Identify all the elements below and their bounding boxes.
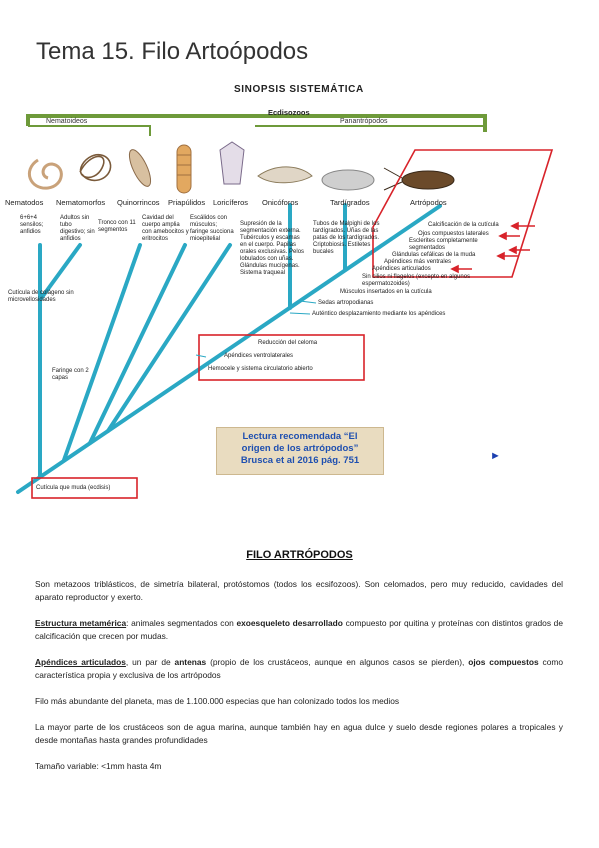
recommended-reading-box: Lectura recomendada “El origen de los ar… bbox=[216, 427, 384, 475]
recommended-line-2: origen de los artrópodos” bbox=[241, 443, 359, 454]
artropodos-highlight-box bbox=[372, 149, 554, 278]
term-apendices-articulados: Apéndices articulados bbox=[35, 657, 126, 667]
node-box-cuticula bbox=[31, 477, 138, 499]
traits-nematodos: 6+6+4 sensilos; anfidios bbox=[20, 215, 44, 235]
label-ecdisozoos: Ecdisozoos bbox=[268, 108, 310, 117]
artropodos-trait-3: Glándulas cefálicas de la muda bbox=[392, 252, 476, 258]
traits-priapulidos: Cavidad del cuerpo amplia con amebocitos… bbox=[142, 215, 189, 242]
priapulido-drawing bbox=[176, 144, 192, 194]
node-cuticula-muda: Cutícula que muda (ecdisis) bbox=[36, 485, 111, 491]
artropodos-trait-6: Sin cilios ni flagelos (excepto en algun… bbox=[362, 274, 471, 287]
onicoforo-drawing bbox=[257, 166, 313, 184]
play-icon[interactable]: ► bbox=[490, 450, 501, 462]
section-heading: FILO ARTRÓPODOS bbox=[246, 549, 353, 561]
branch-nematomorfos bbox=[38, 243, 82, 302]
artropodos-trait-4: Apéndices más ventrales bbox=[384, 259, 452, 265]
taxon-nematodos: Nematodos bbox=[5, 198, 44, 207]
branch-priapulidos bbox=[88, 243, 187, 445]
paragraph-3: Apéndices articulados, un par de antenas… bbox=[35, 657, 564, 680]
phylogenetic-tree bbox=[16, 114, 554, 499]
tardigrado-drawing bbox=[321, 169, 375, 191]
node-autentico: Auténtico desplazamiento mediante los ap… bbox=[312, 311, 446, 317]
taxon-priapulidos: Priapúlidos bbox=[168, 198, 206, 207]
taxon-tardigrados: Tardígrados bbox=[330, 198, 370, 207]
term-estructura-metamerica: Estructura metamérica bbox=[35, 618, 127, 628]
taxon-loriciferos: Loricíferos bbox=[213, 198, 249, 207]
node-faringe: Faringe con 2 capas bbox=[52, 368, 89, 381]
label-panartropodos: Panantrópodos bbox=[340, 118, 388, 125]
node-apendices: Apéndices ventrolaterales bbox=[224, 353, 294, 359]
figure-heading: SINOPSIS SISTEMÁTICA bbox=[234, 84, 364, 95]
paragraph-5: La mayor parte de los crustáceos son de … bbox=[35, 722, 563, 745]
artropodos-trait-2: Esclerites completamente segmentados bbox=[409, 238, 478, 251]
paragraph-1: Son metazoos triblásticos, de simetría b… bbox=[35, 579, 563, 602]
artropodos-trait-7: Músculos insertados en la cutícula bbox=[340, 289, 432, 295]
node-box-hemocele bbox=[198, 334, 365, 381]
label-nematoideos: Nematoideos bbox=[46, 118, 88, 125]
taxon-nematomorfos: Nematomorfos bbox=[56, 198, 106, 207]
node-reduccion: Reducción del celoma bbox=[258, 340, 318, 346]
traits-loriciferos: Escálidos con músculos; faringe succiona… bbox=[190, 215, 234, 242]
page-title: Tema 15. Filo Artoópodos bbox=[36, 38, 309, 65]
traits-nematomorfos: Adultos sin tubo digestivo; sin anfidios bbox=[60, 215, 95, 242]
branch-quinorrincos bbox=[62, 243, 142, 462]
traits-tardigrados: Tubos de Malpighi de los tardígrados. Uñ… bbox=[313, 221, 380, 255]
quinorrinco-drawing bbox=[128, 149, 152, 187]
recommended-line-3: Brusca et al 2016 pág. 751 bbox=[240, 455, 360, 466]
nematoideos-bracket bbox=[28, 125, 151, 136]
nematodo-drawing bbox=[27, 158, 63, 190]
branch-loriciferos bbox=[106, 243, 232, 433]
traits-quinorrincos: Tronco con 11 segmentos bbox=[98, 220, 136, 233]
artropodos-trait-0: Calcificación de la cutícula bbox=[428, 222, 499, 228]
taxon-quinorrincos: Quinorrincos bbox=[117, 198, 160, 207]
artropodos-trait-5: Apéndices articulados bbox=[372, 266, 431, 272]
taxon-onicoforos: Onicóforos bbox=[262, 198, 299, 207]
traits-onicoforos: Supresión de la segmentación externa. Tu… bbox=[240, 221, 305, 276]
ecdisozoos-bracket bbox=[26, 114, 487, 132]
nematomorfo-drawing bbox=[79, 153, 112, 182]
loricifero-drawing bbox=[219, 141, 245, 185]
recommended-line-1: Lectura recomendada “El bbox=[242, 431, 358, 442]
taxon-artropodos: Artrópodos bbox=[410, 198, 447, 207]
node-cuticula-colageno: Cutícula de colágeno sin microvellosidad… bbox=[8, 290, 74, 303]
main-branch bbox=[16, 204, 442, 494]
paragraph-2: Estructura metamérica: animales segmenta… bbox=[35, 618, 563, 641]
node-hemocele: Hemocele y sistema circulatorio abierto bbox=[208, 366, 313, 372]
artropodos-trait-1: Ojos compuestos laterales bbox=[418, 231, 489, 237]
paragraph-4: Filo más abundante del planeta, mas de 1… bbox=[35, 696, 400, 706]
artropodo-drawing bbox=[383, 167, 455, 191]
node-sedas: Sedas artropodianas bbox=[318, 300, 374, 306]
paragraph-6: Tamaño variable: <1mm hasta 4m bbox=[35, 761, 162, 771]
